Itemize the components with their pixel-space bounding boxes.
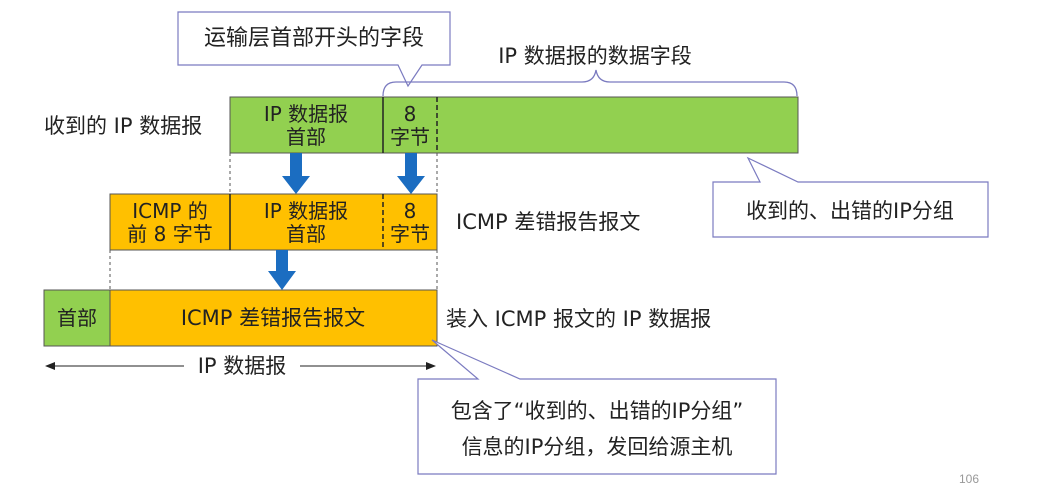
packet-body-text: ICMP 差错报告报文: [181, 306, 365, 330]
packet-body-box: [109, 289, 438, 347]
icmp-bytes-line1: 8: [404, 199, 417, 223]
packet-header-text: 首部: [57, 306, 97, 330]
received-datagram-label: 收到的 IP 数据报: [44, 114, 202, 138]
span-label: IP 数据报: [198, 354, 287, 378]
received-bytes-line2: 字节: [390, 125, 430, 149]
bottom-callout-line1: 包含了“收到的、出错的IP分组”: [451, 399, 744, 423]
received-header-line2: 首部: [286, 125, 326, 149]
brace-label: IP 数据报的数据字段: [498, 44, 692, 68]
packet-label: 装入 ICMP 报文的 IP 数据报: [446, 307, 711, 331]
received-datagram-bar: [229, 96, 799, 154]
right-callout: [712, 156, 989, 238]
down-arrow-bytes: [397, 153, 425, 194]
icmp-header-line1: IP 数据报: [264, 199, 348, 223]
bottom-callout-line2: 信息的IP分组，发回给源主机: [462, 435, 733, 459]
down-arrow-encapsulate: [268, 250, 296, 290]
data-field-brace: [382, 69, 798, 97]
icmp-bytes-line2: 字节: [390, 222, 430, 246]
received-bytes-line1: 8: [404, 102, 417, 126]
icmp-first-line2: 前 8 字节: [127, 222, 212, 246]
top-callout: [177, 11, 451, 88]
top-callout-text: 运输层首部开头的字段: [204, 26, 424, 51]
right-callout-text: 收到的、出错的IP分组: [746, 199, 954, 223]
bottom-callout: [417, 339, 777, 475]
received-header-line1: IP 数据报: [264, 102, 348, 126]
down-arrow-header: [282, 153, 310, 194]
icmp-first-line1: ICMP 的: [132, 199, 208, 223]
icmp-message-label: ICMP 差错报告报文: [456, 210, 640, 234]
page-number: 106: [958, 472, 979, 486]
icmp-header-line2: 首部: [286, 222, 326, 246]
